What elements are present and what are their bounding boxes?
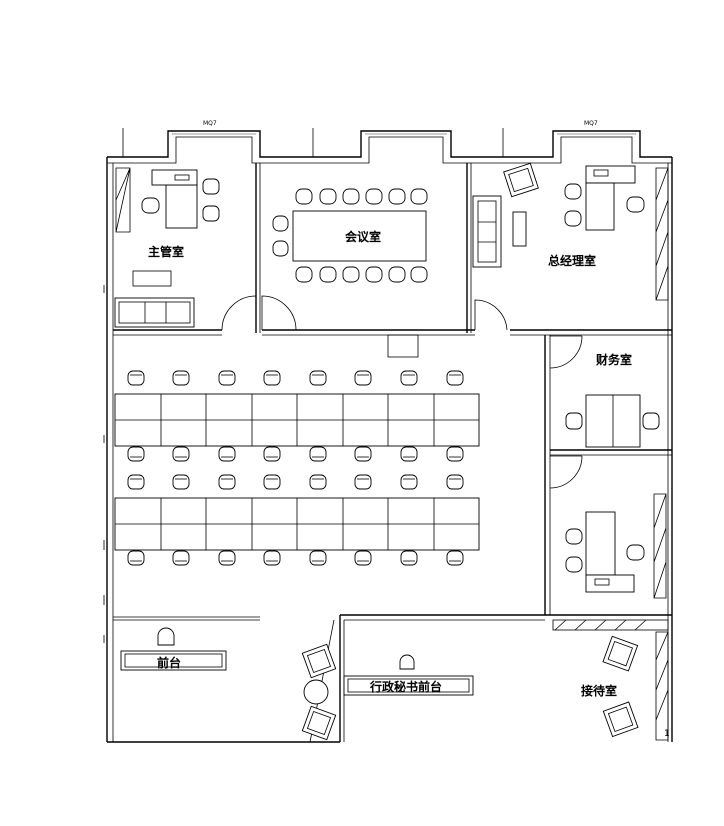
office-chair: [127, 446, 145, 462]
meeting-room-label: 会议室: [345, 229, 381, 244]
office-chair: [446, 370, 464, 386]
window-label-right: MQ7: [584, 120, 598, 127]
office-chair: [354, 446, 372, 462]
finance-room: 财务室: [565, 352, 660, 448]
office-chair: [400, 446, 418, 462]
office-chair: [172, 370, 190, 386]
office-chair: [446, 550, 464, 566]
office-chair: [218, 446, 236, 462]
office-chair: [263, 446, 281, 462]
office-chair: [354, 370, 372, 386]
office-chair: [263, 550, 281, 566]
office-chair: [446, 446, 464, 462]
office-chair: [218, 550, 236, 566]
supervisor-room: 主管室: [114, 167, 220, 328]
office-chair: [127, 474, 145, 490]
office-chair: [127, 370, 145, 386]
window-label-left: MQ7: [203, 120, 217, 127]
office-chair: [218, 370, 236, 386]
meeting-room: 会议室: [272, 188, 428, 283]
office-chair: [400, 370, 418, 386]
office-chair: [354, 474, 372, 490]
admin-secretary-label: 行政秘书前台: [369, 679, 442, 694]
office-chair: [309, 550, 327, 566]
office-chair: [263, 474, 281, 490]
office-chair: [263, 370, 281, 386]
interior-walls: [113, 163, 672, 743]
reception-room-label: 接待室: [581, 683, 617, 698]
office-chair: [218, 474, 236, 490]
office-chair: [354, 550, 372, 566]
office-chair: [400, 474, 418, 490]
general-manager-room: 总经理室: [472, 162, 669, 301]
admin-secretary-area: 行政秘书前台: [343, 654, 474, 696]
front-desk-area: 前台: [120, 627, 337, 741]
office-chair: [446, 474, 464, 490]
office-chair: [309, 474, 327, 490]
office-chair: [309, 370, 327, 386]
open-office-workstations: [114, 393, 480, 551]
reception-room: 接待室 1: [581, 631, 670, 741]
office-chair: [127, 550, 145, 566]
office-chair: [400, 550, 418, 566]
finance-room-label: 财务室: [595, 352, 632, 367]
general-manager-room-label: 总经理室: [548, 253, 596, 268]
office-chair: [172, 474, 190, 490]
doors: [221, 295, 583, 489]
office-chair: [172, 446, 190, 462]
office-chair: [172, 550, 190, 566]
open-office-chairs: [127, 370, 464, 566]
corner-mark: 1: [664, 729, 670, 739]
office-chair: [309, 446, 327, 462]
lower-office: [565, 493, 667, 599]
supervisor-room-label: 主管室: [148, 244, 184, 259]
front-desk-label: 前台: [157, 655, 181, 670]
